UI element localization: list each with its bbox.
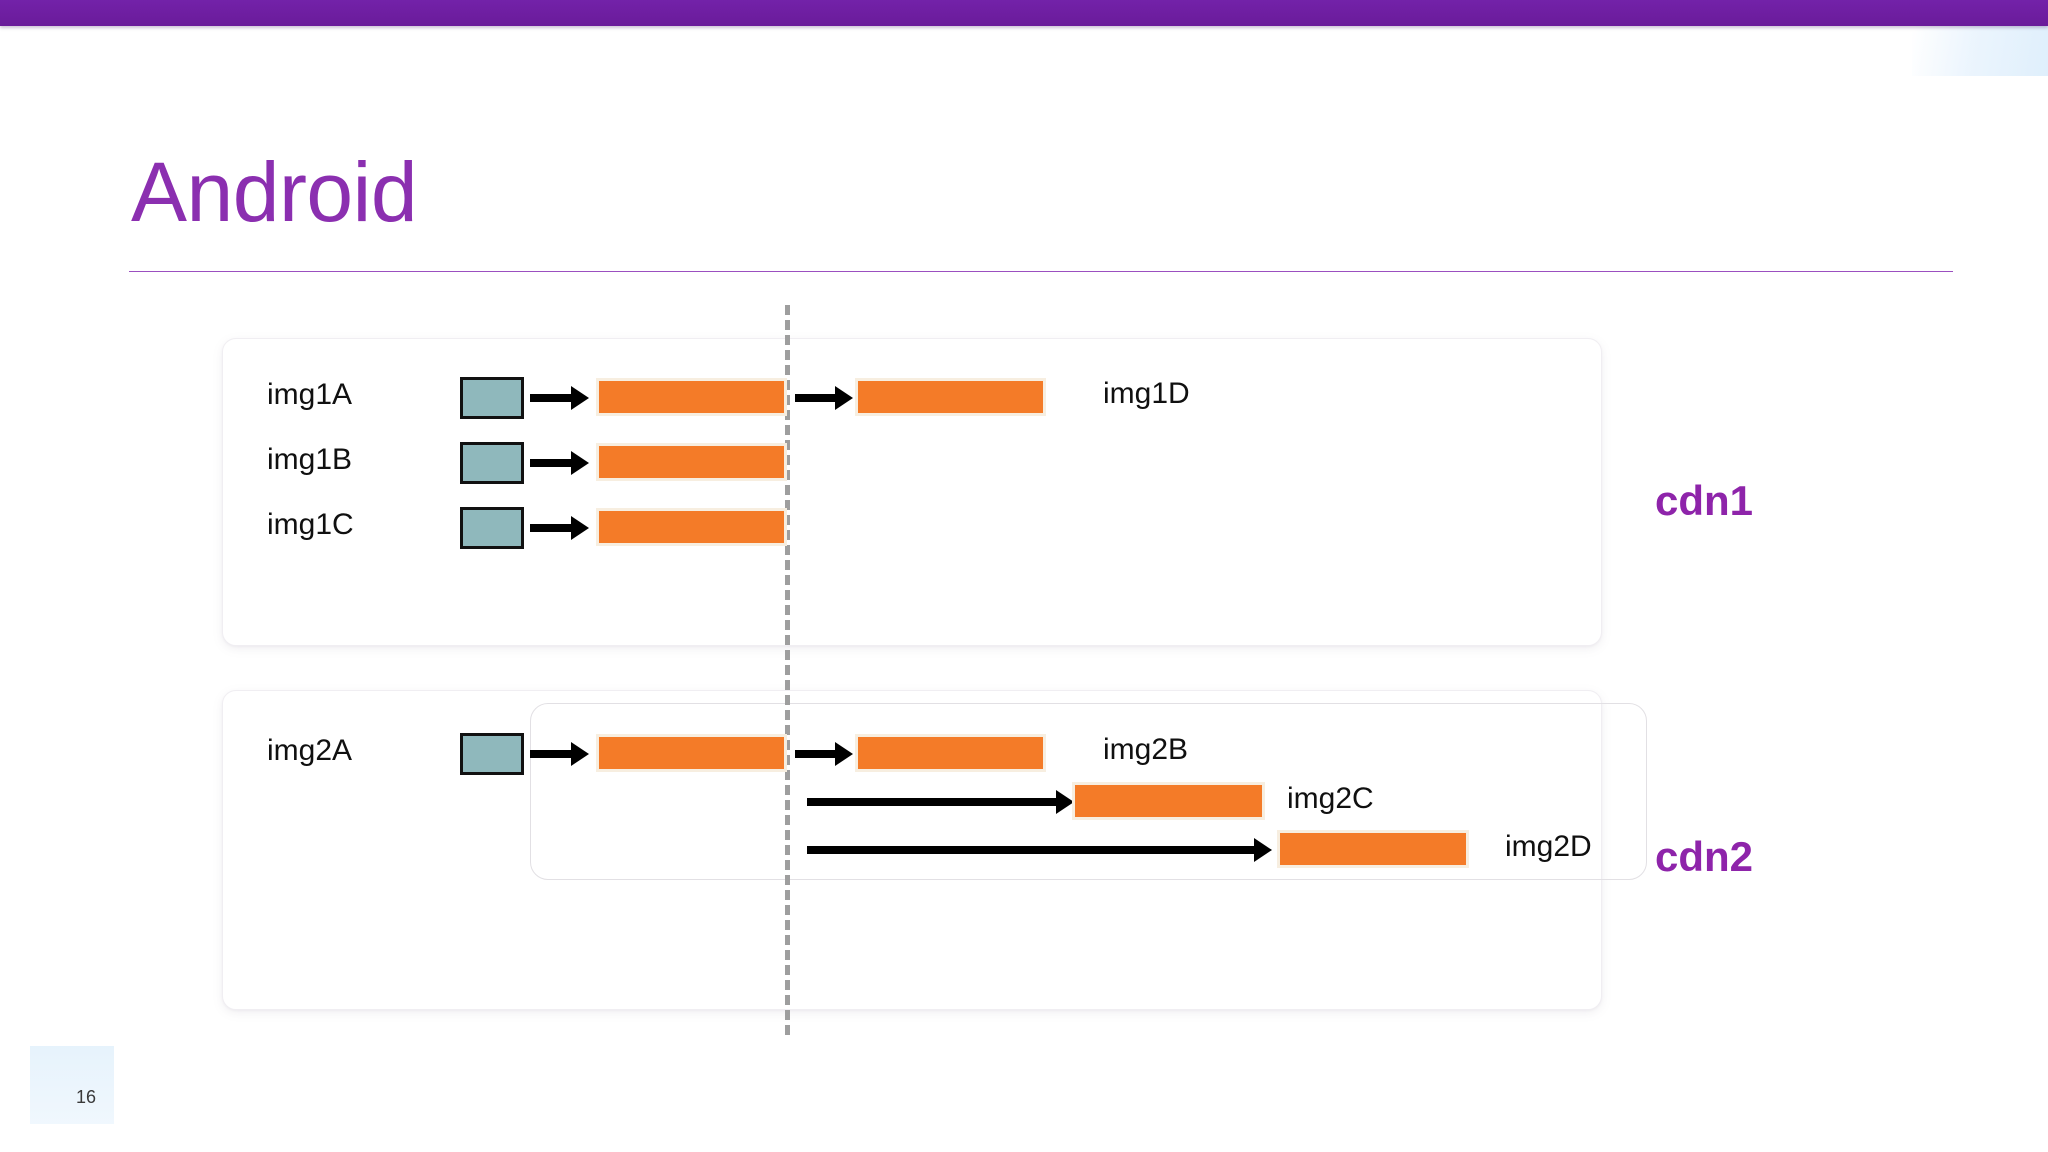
arrow-img2a-to-bar — [530, 742, 589, 766]
page-title: Android — [131, 145, 418, 239]
bar-img2d — [1277, 830, 1469, 868]
bar-img2c — [1072, 782, 1265, 820]
row-label-img2c: img2C — [1287, 782, 1374, 815]
arrow-split-to-img2b — [795, 742, 853, 766]
row-label-img1c: img1C — [267, 508, 354, 541]
bar-img2b — [855, 734, 1046, 772]
bar-img2a — [596, 734, 787, 772]
row-label-img2a: img2A — [267, 734, 353, 767]
arrow-split-to-img2d — [807, 838, 1272, 862]
bar-img1c — [596, 508, 787, 546]
arrow-split-to-img2c — [807, 790, 1074, 814]
split-divider-line — [785, 305, 790, 1035]
bar-img1b — [596, 443, 787, 481]
page-number: 16 — [76, 1087, 97, 1107]
row-label-img2d: img2D — [1505, 830, 1592, 863]
arrow-img1a-to-bar — [530, 386, 589, 410]
source-box-img1a — [460, 377, 524, 419]
cdn1-label: cdn1 — [1655, 477, 1754, 524]
row-label-img1d: img1D — [1103, 377, 1190, 410]
arrow-split-to-img1d — [795, 386, 853, 410]
cdn2-label: cdn2 — [1655, 833, 1754, 880]
title-underline-rule — [129, 271, 1953, 272]
corner-glow-decoration — [1912, 26, 2048, 76]
cdn2-inner-panel — [530, 703, 1647, 880]
row-label-img1a: img1A — [267, 378, 353, 411]
source-box-img2a — [460, 733, 524, 775]
arrow-img1c-to-bar — [530, 516, 589, 540]
source-box-img1c — [460, 507, 524, 549]
arrow-img1b-to-bar — [530, 451, 589, 475]
row-label-img2b: img2B — [1103, 733, 1189, 766]
source-box-img1b — [460, 442, 524, 484]
row-label-img1b: img1B — [267, 443, 353, 476]
bar-img1a — [596, 378, 787, 416]
page-number-backdrop — [30, 1046, 114, 1124]
bar-img1d — [855, 378, 1046, 416]
top-accent-bar — [0, 0, 2048, 26]
